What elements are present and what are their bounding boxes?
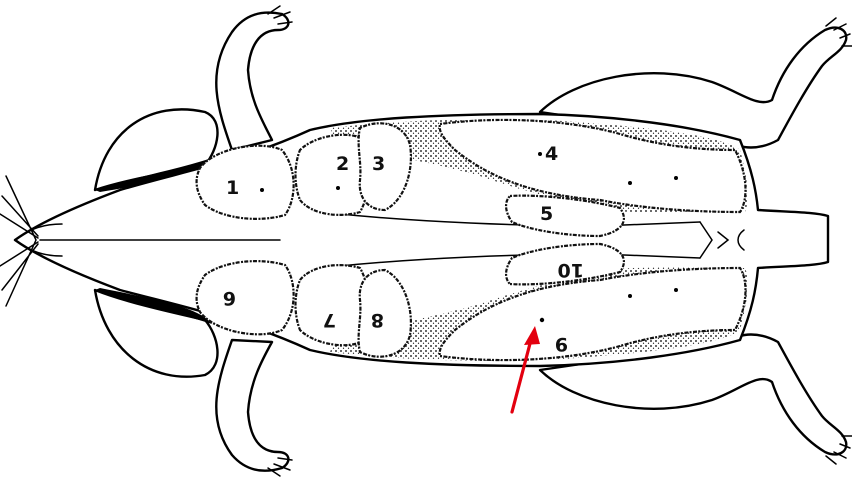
gland-label-6: 6 <box>223 287 236 309</box>
nipple-dot <box>260 188 264 192</box>
gland-label-5: 5 <box>540 203 553 225</box>
gland-label-7: 7 <box>323 309 336 331</box>
nipple-dot <box>674 176 678 180</box>
gland-label-8: 8 <box>371 309 384 331</box>
gland-label-9: 9 <box>555 333 568 355</box>
lower-forelimb <box>216 340 288 471</box>
nipple-dot <box>336 186 340 190</box>
gland-label-2: 2 <box>336 153 349 175</box>
nipple-dot <box>674 288 678 292</box>
nipple-dot <box>628 181 632 185</box>
gland-label-1: 1 <box>226 177 239 199</box>
gland-label-4: 4 <box>545 143 558 165</box>
upper-forelimb <box>216 13 288 150</box>
nipple-dot <box>628 294 632 298</box>
nipple-dot <box>540 318 544 322</box>
gland-label-3: 3 <box>372 153 385 175</box>
gland-label-10: 10 <box>558 259 584 281</box>
nipple-dot <box>538 152 542 156</box>
